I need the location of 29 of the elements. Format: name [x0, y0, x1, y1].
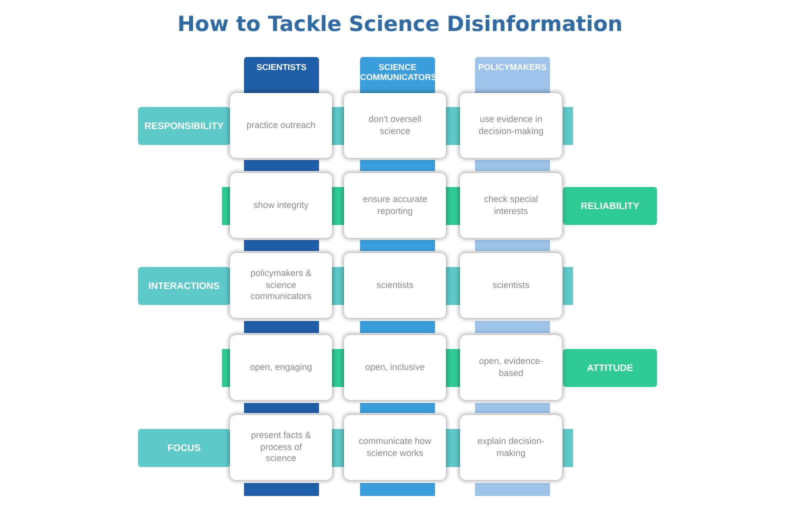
text-card: communicate how science works: [344, 415, 446, 480]
row-label: INTERACTIONS: [147, 280, 221, 292]
text-card: policymakers & science communicators: [230, 253, 332, 318]
column-header-band: POLICYMAKERS: [475, 57, 550, 93]
row-label: ATTITUDE: [586, 362, 634, 374]
text-card: don't oversell science: [344, 93, 446, 158]
text-card: explain decision-making: [460, 415, 562, 480]
row-label: FOCUS: [166, 442, 202, 454]
row-label-band: [138, 267, 230, 305]
column-header-band: SCIENTISTS: [244, 57, 319, 93]
title: How to Tackle Science Disinformation: [176, 12, 624, 36]
text-card: check special interests: [460, 173, 562, 238]
text-card: show integrity: [230, 173, 332, 238]
row-label: RELIABILITY: [580, 200, 640, 212]
text-card: open, evidence-based: [460, 335, 562, 400]
text-card: practice outreach: [230, 93, 332, 158]
text-card: use evidence in decision-making: [460, 93, 562, 158]
row-label-band: [138, 107, 230, 145]
row-label-band: [563, 349, 657, 387]
row-label-band: [138, 429, 230, 467]
text-card: scientists: [344, 253, 446, 318]
column-header-band: SCIENCE COMMUNICATORS: [360, 57, 435, 93]
text-card: present facts & process of science: [230, 415, 332, 480]
text-card: open, engaging: [230, 335, 332, 400]
text-card: ensure accurate reporting: [344, 173, 446, 238]
text-card: scientists: [460, 253, 562, 318]
text-card: open, inclusive: [344, 335, 446, 400]
row-label-band: [563, 187, 657, 225]
row-label: RESPONSIBILITY: [143, 120, 225, 132]
